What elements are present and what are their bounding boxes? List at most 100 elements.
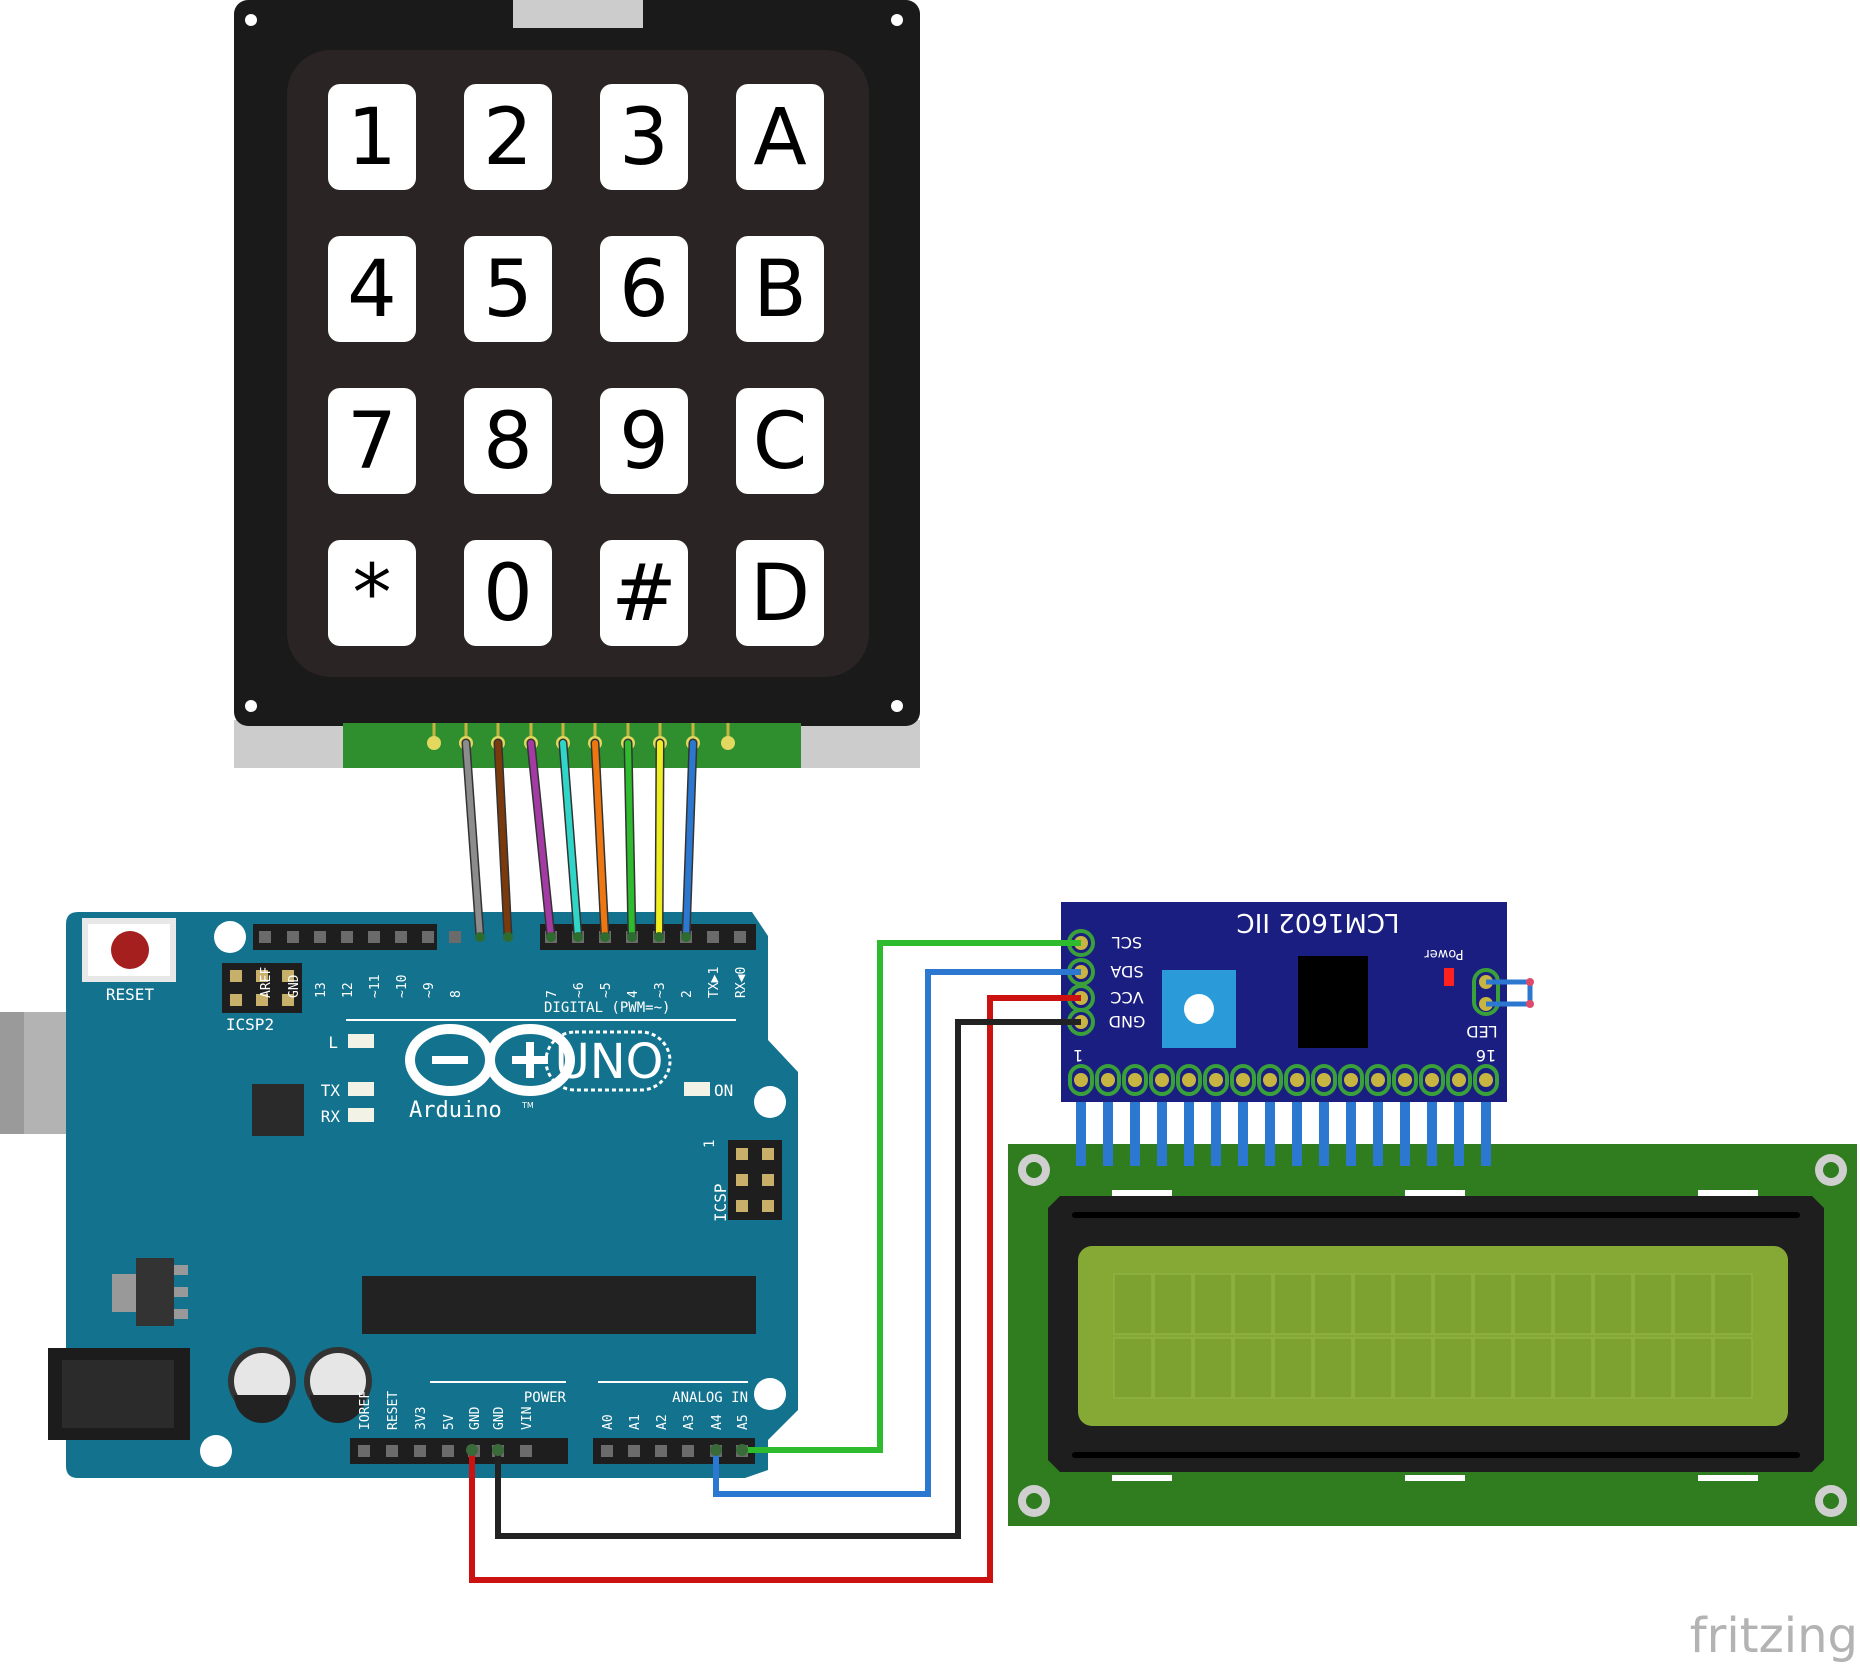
wire-end [600,932,610,942]
fritzing-watermark: fritzing [1690,1608,1858,1662]
key-cap [736,84,824,190]
digital-pin-label: ~6 [572,982,587,998]
lcd-pin-leg [1454,1080,1464,1166]
keypad-wire [463,740,483,940]
key-5[interactable]: 5 [464,236,552,342]
wire-end [492,1444,504,1456]
lcd-cell [1353,1273,1393,1335]
key-2[interactable]: 2 [464,84,552,190]
lcd-pin [1317,1073,1331,1087]
reset-button[interactable] [111,931,149,969]
key-4[interactable]: 4 [328,236,416,342]
digital-pin-label: ~9 [422,982,437,998]
key-label: B [753,245,807,335]
regulator-pin [174,1309,188,1319]
header-pin [314,931,326,943]
digital-pin-label: 7 [545,990,560,998]
lcd-pin-leg [1319,1080,1329,1166]
arduino-label: Arduino [409,1098,502,1123]
lcd-cell [1633,1273,1673,1335]
module-title: LCM1602 IIC [1237,907,1400,937]
lcd-cell [1713,1273,1753,1335]
key-cap [600,84,688,190]
lcd-pin [1155,1073,1169,1087]
key-label: 1 [347,93,397,183]
key-label: 9 [619,397,669,487]
module-power-label: Power [1424,946,1464,961]
key-C[interactable]: C [736,388,824,494]
lcd-hole [1823,1162,1839,1178]
key-0[interactable]: 0 [464,540,552,646]
wire-end [573,932,583,942]
lcd-cell [1673,1273,1713,1335]
key-label: 8 [483,397,533,487]
lcd-cell [1233,1273,1273,1335]
rx-led [348,1108,374,1122]
key-cap [464,236,552,342]
key-label: 7 [347,397,397,487]
header-pin [449,931,461,943]
lcd-cell [1313,1337,1353,1399]
key-6[interactable]: 6 [600,236,688,342]
lcd-pin [1344,1073,1358,1087]
key-cap [736,540,824,646]
key-label: 5 [483,245,533,335]
key-B[interactable]: B [736,236,824,342]
header-block [350,1438,568,1464]
lcd-cell [1513,1337,1553,1399]
lcd-pin-leg [1292,1080,1302,1166]
key-*[interactable]: * [328,540,416,646]
lcd-tab [1698,1190,1758,1196]
wire-end [466,1444,478,1456]
header-pin [256,994,268,1006]
key-cap [736,236,824,342]
keypad-wire [683,740,696,940]
key-label: 6 [619,245,669,335]
key-7[interactable]: 7 [328,388,416,494]
key-8[interactable]: 8 [464,388,552,494]
wire-end [654,932,664,942]
key-A[interactable]: A [736,84,824,190]
key-label: 3 [619,93,669,183]
l-led [348,1034,374,1048]
lcd-tab [1405,1190,1465,1196]
i2c-pin-label: SDA [1110,962,1143,981]
i2c-pin-label: SCL [1112,933,1142,952]
key-label: 4 [347,245,397,335]
on-led [684,1082,710,1096]
lcd-hole [1823,1493,1839,1509]
keypad-hole-br [891,700,903,712]
usb-connector-shade [0,1012,24,1134]
key-#[interactable]: # [600,540,688,646]
wire-sda-blue [713,969,1081,1497]
module-pcb [1061,902,1507,1102]
wire-gnd-black [495,1019,1081,1539]
lcd-pin [1236,1073,1250,1087]
digital-pin-label: 4 [626,990,641,998]
lcd-cell [1153,1273,1193,1335]
header-pin [368,931,380,943]
jumper-end [1526,1000,1534,1008]
analog-pin-label: A3 [682,1414,697,1430]
lcd-pin [1101,1073,1115,1087]
keypad-wire [495,740,511,940]
i2c-pin-label: GND [1109,1012,1146,1031]
key-9[interactable]: 9 [600,388,688,494]
lcd-pin-leg [1400,1080,1410,1166]
key-D[interactable]: D [736,540,824,646]
key-1[interactable]: 1 [328,84,416,190]
key-cap [464,388,552,494]
lcd-cell [1433,1337,1473,1399]
power-label: POWER [524,1390,567,1406]
keypad-wire [560,740,581,940]
lcd-character-grid [1113,1273,1753,1399]
key-3[interactable]: 3 [600,84,688,190]
capacitor [304,1347,372,1423]
lcd-pin-pad [1446,1064,1472,1096]
usb-chip [252,1084,304,1136]
lcd-pin-pad [1338,1064,1364,1096]
mount-hole [754,1378,786,1410]
